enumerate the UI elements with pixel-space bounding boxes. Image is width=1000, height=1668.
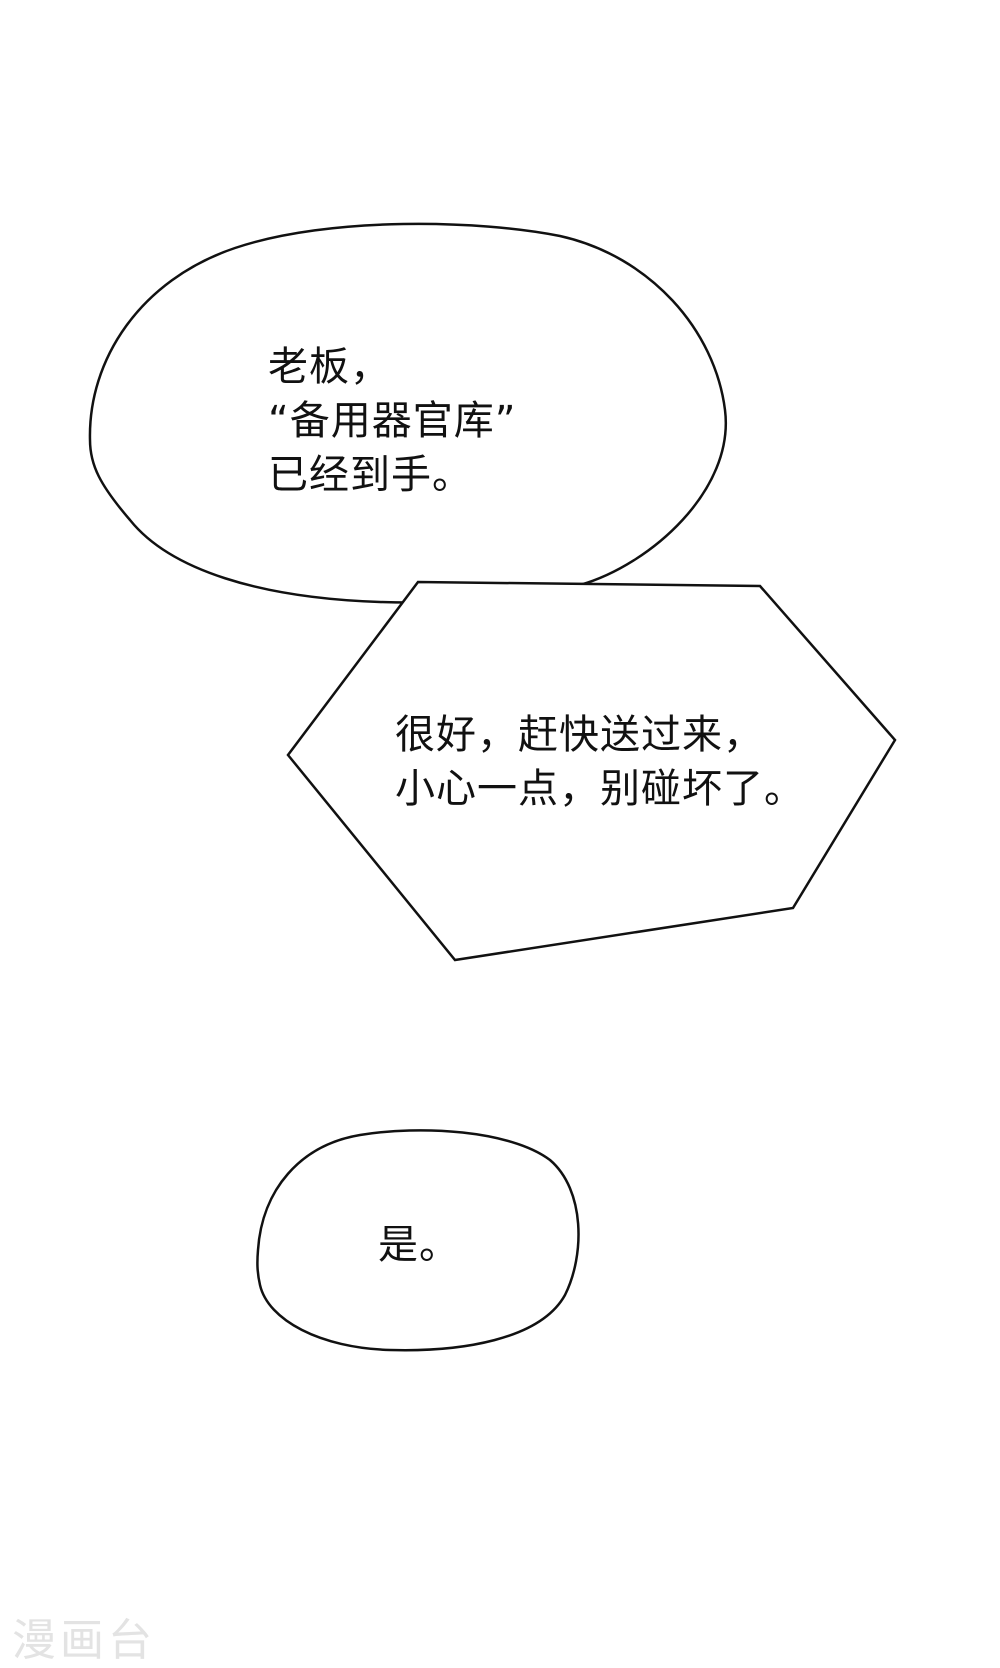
speech-bubble-text-3: 是。 — [378, 1222, 460, 1268]
watermark-logo: 漫画台 — [12, 1615, 156, 1666]
speech-bubble-outline-1 — [88, 222, 728, 604]
speech-bubble-text-2: 很好，赶快送过来， 小心一点，别碰坏了。 — [395, 712, 805, 812]
speech-bubble-text-1: 老板， “备用器官库” 已经到手。 — [268, 344, 517, 498]
speech-bubble-outline-3 — [256, 1129, 580, 1352]
speech-bubble-outline-2 — [286, 580, 897, 962]
